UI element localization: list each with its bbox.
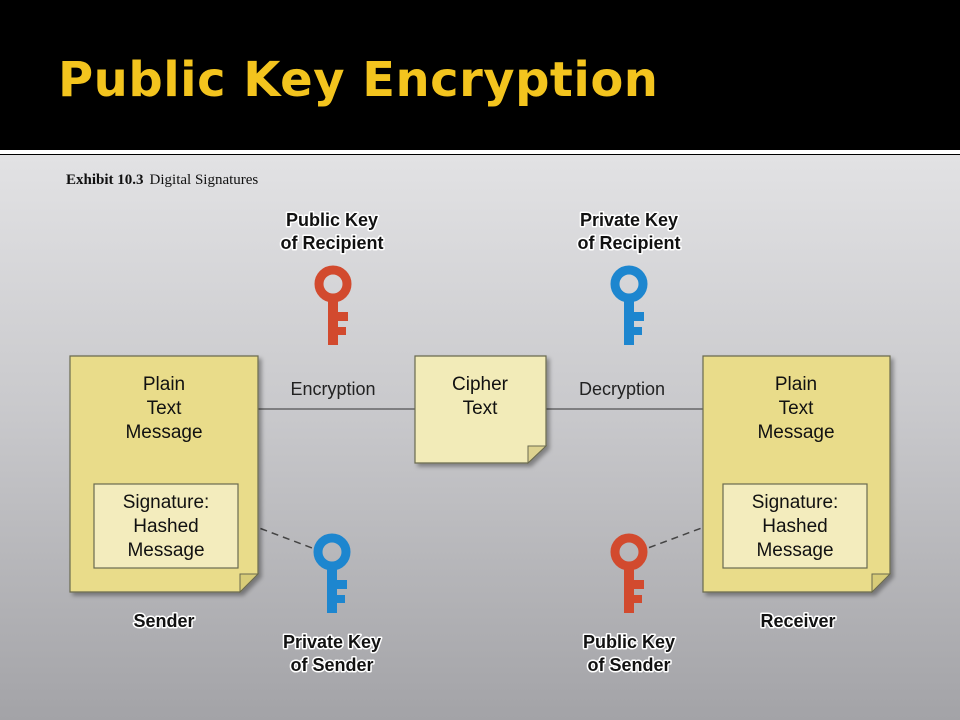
sender-signature-box bbox=[93, 483, 239, 569]
cipher-document bbox=[414, 355, 548, 465]
svg-text:Plain: Plain bbox=[775, 374, 817, 395]
svg-text:Message: Message bbox=[127, 540, 204, 561]
svg-text:Private Key: Private Key bbox=[283, 632, 381, 652]
encryption-label: Encryption bbox=[290, 379, 375, 399]
receiver-message-text: Plain Text Message bbox=[757, 374, 834, 443]
svg-text:Hashed: Hashed bbox=[133, 516, 199, 537]
svg-text:Message: Message bbox=[125, 422, 202, 443]
sender-signature-text: Signature: Hashed Message bbox=[123, 492, 210, 561]
public-key-of-sender-label: Public Key of Sender bbox=[581, 631, 676, 677]
private-key-of-sender-label: Private Key of Sender bbox=[281, 631, 382, 677]
sender-message-text: Plain Text Message bbox=[125, 374, 202, 443]
public-key-of-sender-icon bbox=[610, 533, 648, 613]
svg-text:of Recipient: of Recipient bbox=[280, 233, 383, 253]
svg-text:Signature:: Signature: bbox=[752, 492, 839, 513]
svg-text:Message: Message bbox=[757, 422, 834, 443]
title-divider bbox=[0, 150, 960, 154]
sender-label: Sender bbox=[133, 611, 194, 631]
cipher-text: Cipher Text bbox=[452, 374, 509, 419]
receiver-label: Receiver bbox=[760, 611, 835, 631]
svg-text:Signature:: Signature: bbox=[123, 492, 210, 513]
digital-signature-diagram: Encryption Decryption Plain Text Message… bbox=[69, 209, 892, 677]
receiver-signature-text: Signature: Hashed Message bbox=[752, 492, 839, 561]
title-bar: Public Key Encryption bbox=[0, 0, 960, 150]
decryption-label: Decryption bbox=[579, 379, 665, 399]
svg-text:of Recipient: of Recipient bbox=[577, 233, 680, 253]
receiver-signature-box bbox=[722, 483, 868, 569]
svg-text:Hashed: Hashed bbox=[762, 516, 828, 537]
svg-text:Text: Text bbox=[147, 398, 183, 419]
svg-text:Text: Text bbox=[463, 398, 499, 419]
exhibit-number: Exhibit 10.3 bbox=[66, 172, 144, 188]
exhibit-title: Digital Signatures bbox=[149, 172, 259, 188]
svg-text:Plain: Plain bbox=[143, 374, 185, 395]
svg-text:Text: Text bbox=[779, 398, 815, 419]
public-key-of-recipient-label: Public Key of Recipient bbox=[279, 209, 385, 255]
svg-text:Public Key: Public Key bbox=[583, 632, 675, 652]
svg-text:of Sender: of Sender bbox=[587, 655, 670, 675]
private-key-of-sender-icon bbox=[313, 533, 351, 613]
private-key-of-recipient-icon bbox=[610, 265, 648, 345]
svg-text:Private Key: Private Key bbox=[580, 210, 678, 230]
svg-text:Cipher: Cipher bbox=[452, 374, 509, 395]
svg-text:Public Key: Public Key bbox=[286, 210, 378, 230]
slide-title: Public Key Encryption bbox=[58, 52, 659, 108]
public-key-of-recipient-icon bbox=[314, 265, 352, 345]
exhibit-caption: Exhibit 10.3 Digital Signatures bbox=[66, 172, 258, 189]
private-key-of-recipient-label: Private Key of Recipient bbox=[576, 209, 682, 255]
svg-text:Message: Message bbox=[756, 540, 833, 561]
svg-text:of Sender: of Sender bbox=[290, 655, 373, 675]
